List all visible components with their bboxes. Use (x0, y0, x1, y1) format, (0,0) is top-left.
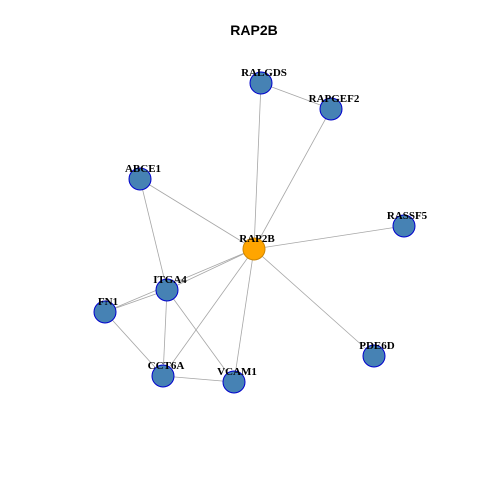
edge-fn1-cct6a (104, 311, 164, 377)
diagram-title: RAP2B (230, 22, 277, 38)
edge-rap2b-vcam1 (233, 248, 255, 383)
edge-layer (104, 82, 405, 383)
edge-rassf5-rap2b (253, 225, 405, 250)
edge-rap2b-pde6d (253, 248, 375, 357)
node-abce1[interactable] (128, 167, 152, 191)
node-fn1[interactable] (93, 300, 117, 324)
edge-abce1-rap2b (139, 178, 255, 250)
node-rapgef2[interactable] (319, 97, 343, 121)
edge-abce1-itga4 (139, 178, 168, 291)
node-ralgds[interactable] (249, 71, 273, 95)
node-label-itga4: ITGA4 (153, 274, 187, 286)
node-label-fn1: FN1 (98, 296, 118, 308)
edge-rapgef2-rap2b (253, 108, 332, 250)
edge-itga4-cct6a (162, 289, 168, 377)
edge-ralgds-rap2b (253, 82, 262, 250)
node-label-abce1: ABCE1 (125, 163, 161, 175)
node-label-cct6a: CCT6A (148, 360, 185, 372)
node-layer (93, 71, 416, 394)
node-label-pde6d: PDE6D (359, 340, 395, 352)
node-label-rapgef2: RAPGEF2 (309, 93, 360, 105)
edge-rap2b-itga4 (166, 248, 255, 291)
node-rassf5[interactable] (392, 214, 416, 238)
node-label-vcam1: VCAM1 (217, 366, 257, 378)
node-itga4[interactable] (155, 278, 179, 302)
node-rap2b[interactable] (242, 237, 266, 261)
node-pde6d[interactable] (362, 344, 386, 368)
edge-itga4-vcam1 (166, 289, 235, 383)
edge-rap2b-cct6a (162, 248, 255, 377)
node-label-rassf5: RASSF5 (387, 210, 428, 222)
node-label-rap2b: RAP2B (239, 233, 275, 245)
edge-rap2b-fn1 (104, 248, 255, 313)
node-cct6a[interactable] (151, 364, 175, 388)
edge-ralgds-rapgef2 (260, 82, 332, 110)
edge-cct6a-vcam1 (162, 375, 235, 383)
node-label-ralgds: RALGDS (241, 67, 287, 79)
node-vcam1[interactable] (222, 370, 246, 394)
